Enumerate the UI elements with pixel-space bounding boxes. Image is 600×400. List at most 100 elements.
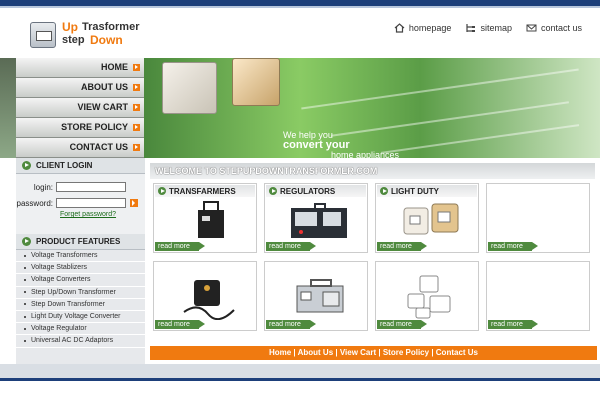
- product-features-header: PRODUCT FEATURES: [16, 234, 145, 250]
- read-more-link[interactable]: read more: [266, 242, 310, 251]
- homepage-link-label: homepage: [408, 23, 452, 33]
- footer-link-contact-us[interactable]: Contact Us: [435, 348, 479, 357]
- forgot-password-link[interactable]: Forget password?: [60, 211, 117, 218]
- feature-item[interactable]: Step Down Transformer: [16, 299, 145, 311]
- product-card-light-duty[interactable]: LIGHT DUTY read more: [375, 183, 479, 253]
- login-form: login: password: Forget password?: [16, 174, 145, 234]
- arrow-circle-icon: [158, 187, 166, 195]
- footer-link-home[interactable]: Home: [268, 348, 292, 357]
- card-title: LIGHT DUTY: [391, 186, 439, 196]
- read-more-link[interactable]: read more: [377, 320, 421, 329]
- product-card-empty[interactable]: read more: [486, 183, 590, 253]
- footer-link-store-policy[interactable]: Store Policy: [382, 348, 430, 357]
- nav-contact-us-label: CONTACT US: [69, 142, 128, 153]
- logo-up-text: Up: [62, 20, 78, 34]
- feature-item-label: Light Duty Voltage Converter: [31, 313, 121, 321]
- feature-item-label: Voltage Transformers: [31, 252, 98, 260]
- main-content: WELCOME TO STEPUPDOWNTRANSFORMER.COM TRA…: [150, 158, 600, 364]
- contact-us-link-label: contact us: [540, 23, 582, 33]
- card-title-bar: REGULATORS: [266, 185, 366, 197]
- footer-link-view-cart[interactable]: View Cart: [339, 348, 377, 357]
- feature-item-label: Voltage Converters: [31, 276, 91, 284]
- plug-adaptors-product-image: [407, 275, 451, 319]
- arrow-right-icon: [133, 64, 140, 71]
- arrow-circle-icon: [22, 237, 31, 246]
- password-input[interactable]: [56, 198, 126, 208]
- converter-product-image: [162, 62, 217, 114]
- arrow-right-icon: [133, 143, 140, 151]
- arrow-right-icon: [133, 103, 140, 111]
- site-logo[interactable]: Up Trasformer step Down: [30, 18, 140, 54]
- footer-link-about-us[interactable]: About Us: [297, 348, 334, 357]
- feature-item-label: Voltage Stablizers: [31, 264, 88, 272]
- read-more-link[interactable]: read more: [377, 242, 421, 251]
- banner-light-streak: [301, 68, 579, 110]
- converter-product-image: [296, 279, 344, 313]
- login-row: login:: [16, 180, 145, 194]
- product-card-plug-adaptors[interactable]: read more: [375, 261, 479, 331]
- read-more-link[interactable]: read more: [488, 320, 532, 329]
- feature-item[interactable]: Universal AC DC Adaptors: [16, 335, 145, 348]
- read-more-link[interactable]: read more: [488, 242, 532, 251]
- footer-separator: |: [291, 348, 298, 357]
- login-input[interactable]: [56, 182, 126, 192]
- arrow-right-icon: [133, 83, 140, 91]
- password-row: password:: [16, 196, 145, 210]
- product-card-converter[interactable]: read more: [264, 261, 368, 331]
- feature-item[interactable]: Voltage Stablizers: [16, 262, 145, 275]
- bullet-icon: [24, 315, 26, 318]
- arrow-circle-icon: [269, 187, 277, 195]
- sitemap-icon: [466, 24, 476, 32]
- product-card-regulators[interactable]: REGULATORS read more: [264, 183, 368, 253]
- read-more-link[interactable]: read more: [266, 320, 310, 329]
- product-features-title: PRODUCT FEATURES: [36, 237, 121, 246]
- nav-contact-us[interactable]: CONTACT US: [16, 137, 144, 158]
- feature-item[interactable]: Voltage Regulator: [16, 323, 145, 336]
- homepage-link[interactable]: homepage: [394, 23, 452, 33]
- transformer-product-image: [198, 201, 224, 238]
- nav-view-cart[interactable]: VIEW CART: [16, 97, 144, 118]
- bullet-icon: [24, 339, 26, 342]
- feature-item[interactable]: Light Duty Voltage Converter: [16, 311, 145, 324]
- bottom-band: [0, 364, 600, 378]
- card-title-bar: LIGHT DUTY: [377, 185, 477, 197]
- nav-about-us[interactable]: ABOUT US: [16, 77, 144, 98]
- sitemap-link[interactable]: sitemap: [465, 23, 512, 33]
- arrow-right-icon: [133, 123, 140, 131]
- logo-step-text: step: [62, 34, 85, 46]
- tagline-line1: We help you: [283, 130, 333, 140]
- feature-item[interactable]: Step Up/Down Transformer: [16, 287, 145, 299]
- login-submit-button[interactable]: [130, 199, 138, 207]
- feature-item-label: Step Up/Down Transformer: [31, 288, 116, 296]
- footer-separator: |: [376, 348, 383, 357]
- read-more-link[interactable]: read more: [155, 242, 199, 251]
- nav-store-policy[interactable]: STORE POLICY: [16, 117, 144, 138]
- bullet-icon: [24, 266, 26, 269]
- product-card-empty[interactable]: read more: [486, 261, 590, 331]
- banner-left-strip: [0, 58, 16, 158]
- envelope-icon: [526, 24, 537, 32]
- banner-tagline: We help you convert your home appliances: [283, 130, 399, 158]
- home-icon: [394, 23, 405, 33]
- sidebar: CLIENT LOGIN login: password: Forget pas…: [16, 158, 145, 350]
- footer-nav: Home | About Us | View Cart | Store Poli…: [150, 346, 597, 360]
- contact-us-link[interactable]: contact us: [526, 23, 582, 33]
- nav-store-policy-label: STORE POLICY: [61, 122, 128, 133]
- banner-light-streak: [380, 124, 580, 154]
- arrow-circle-icon: [22, 161, 31, 170]
- card-title: TRANSFARMERS: [169, 186, 236, 196]
- read-more-link[interactable]: read more: [155, 320, 199, 329]
- sidebar-bottom: [16, 350, 145, 364]
- tagline-line2: convert your: [283, 139, 350, 151]
- feature-item[interactable]: Voltage Transformers: [16, 250, 145, 263]
- feature-item[interactable]: Voltage Converters: [16, 274, 145, 287]
- password-label: password:: [16, 198, 53, 208]
- product-card-adaptor[interactable]: read more: [153, 261, 257, 331]
- footer-separator: |: [333, 348, 340, 357]
- bullet-icon: [24, 254, 26, 257]
- nav-about-us-label: ABOUT US: [81, 82, 128, 93]
- nav-home[interactable]: HOME: [16, 58, 144, 78]
- bottom-border: [0, 378, 600, 381]
- adapter-product-image: [232, 58, 280, 106]
- product-card-transformers[interactable]: TRANSFARMERS read more: [153, 183, 257, 253]
